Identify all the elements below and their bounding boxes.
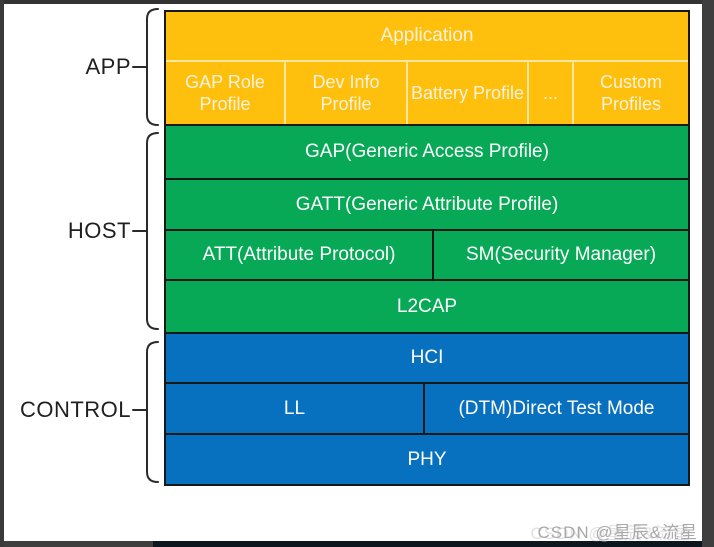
phy-block: PHY [166,435,688,484]
frame-edge-right [702,0,714,547]
layer-label-app: APP [85,54,131,79]
section-braces [132,8,159,483]
profile-battery: Battery Profile [410,82,525,103]
l2cap-label: L2CAP [396,295,458,317]
dtm-label: (DTM)Direct Test Mode [458,397,655,419]
profile-divider [572,62,574,124]
hci-block: HCI [166,334,688,382]
frame-edge-bottom-left [0,541,153,547]
ll-dtm-divider [423,384,425,433]
application-label: Application [380,25,474,46]
gap-label: GAP(Generic Access Profile) [305,141,549,162]
gatt-block: GATT(Generic Attribute Profile) [166,180,688,229]
att-sm-row: ATT(Attribute Protocol) SM(Security Mana… [166,231,688,279]
att-block: ATT(Attribute Protocol) [166,231,432,279]
brace-control-icon [132,341,159,483]
application-block: Application [166,12,688,60]
dtm-block: (DTM)Direct Test Mode [425,384,688,433]
brace-app-icon [132,8,159,126]
l2cap-block: L2CAP [166,281,688,332]
profile-divider [527,62,529,124]
frame-edge-top [0,0,714,4]
profiles-row: GAP Role Profile Dev Info Profile Batter… [166,62,688,124]
brace-host-icon [132,132,159,330]
profile-dev-info: Dev Info Profile [312,71,380,115]
ll-label: LL [283,397,306,419]
csdn-watermark: CSDN @星辰&流星 [537,523,698,542]
profile-ellipsis: ... [542,82,558,103]
frame-edge-bottom-right [153,541,702,547]
ll-block: LL [166,384,423,433]
layer-label-host: HOST [67,218,131,243]
gap-block: GAP(Generic Access Profile) [166,126,688,178]
protocol-stack: Application GAP Role Profile Dev Info Pr… [164,10,690,486]
gatt-label: GATT(Generic Attribute Profile) [295,193,559,215]
hci-label: HCI [410,347,444,368]
profile-gap-role: GAP Role Profile [185,71,265,115]
frame-edge-left [0,0,4,547]
profile-divider [406,62,408,124]
profile-divider [284,62,286,124]
sm-label: SM(Security Manager) [465,244,657,265]
layer-label-control: CONTROL [19,397,131,422]
phy-label: PHY [407,448,447,470]
ll-dtm-row: LL (DTM)Direct Test Mode [166,384,688,433]
sm-block: SM(Security Manager) [434,231,688,279]
app-section: Application GAP Role Profile Dev Info Pr… [166,12,688,124]
att-sm-divider [432,231,434,279]
app-section-separator [166,60,688,62]
att-label: ATT(Attribute Protocol) [202,244,396,265]
profile-custom: Custom Profiles [599,71,662,115]
